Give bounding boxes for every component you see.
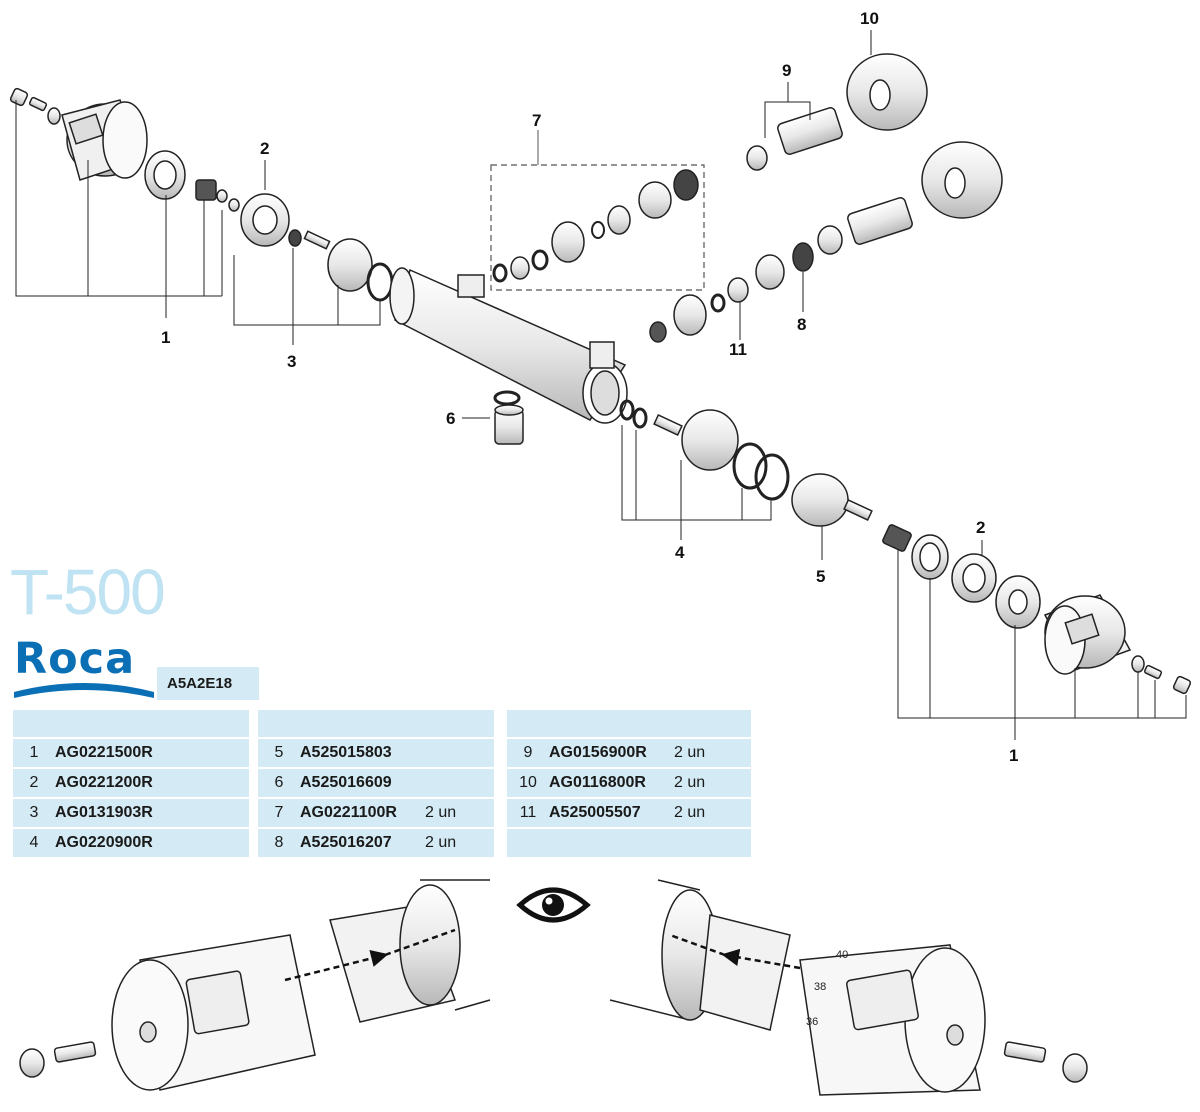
arrow-left-1 bbox=[284, 949, 389, 982]
parts-table-2: 5 A525015803 6 A525016609 7 AG0221100R 2… bbox=[258, 710, 494, 857]
callout-11: 11 bbox=[729, 340, 747, 359]
dial-marks: 40 38 36 bbox=[806, 949, 848, 1028]
leader-lines-3 bbox=[233, 160, 381, 345]
right-knob-group bbox=[882, 524, 1192, 695]
table-row: 2 AG0221200R bbox=[13, 767, 249, 797]
part-5 bbox=[791, 473, 873, 527]
right-upper-assembly bbox=[649, 53, 1003, 343]
valve-body bbox=[389, 267, 628, 424]
table-row: 10 AG0116800R 2 un bbox=[507, 767, 751, 797]
dial-mark-38: 38 bbox=[814, 981, 826, 993]
callout-2-right: 2 bbox=[976, 518, 985, 537]
parts-table-3: 9 AG0156900R 2 un 10 AG0116800R 2 un 11 … bbox=[507, 710, 751, 857]
left-knob-group bbox=[9, 87, 240, 212]
table-row: 7 AG0221100R 2 un bbox=[258, 797, 494, 827]
brand-logo: Roca bbox=[14, 634, 154, 700]
leader-lines-4 bbox=[621, 425, 772, 540]
brand-swoosh bbox=[14, 683, 154, 698]
table-row: 3 AG0131903R bbox=[13, 797, 249, 827]
part-7-group bbox=[490, 130, 705, 291]
table-row: 4 AG0220900R bbox=[13, 827, 249, 857]
cartridge-left bbox=[240, 193, 394, 302]
brand-wordmark: Roca bbox=[14, 634, 136, 684]
eye-icon bbox=[516, 887, 591, 923]
arrow-right-1 bbox=[721, 948, 801, 970]
leader-lines-9-8-11 bbox=[739, 30, 872, 340]
table-row: 6 A525016609 bbox=[258, 767, 494, 797]
leader-lines-1-right bbox=[897, 540, 1187, 740]
leader-lines-1 bbox=[15, 100, 223, 318]
table-row bbox=[507, 827, 751, 857]
callout-1-left: 1 bbox=[161, 328, 170, 347]
table-row: 11 A525005507 2 un bbox=[507, 797, 751, 827]
table-row: 9 AG0156900R 2 un bbox=[507, 737, 751, 767]
callout-labels: 1 2 3 7 9 10 8 11 6 4 5 2 1 bbox=[161, 9, 1018, 765]
callout-2-left: 2 bbox=[260, 139, 269, 158]
detail-right bbox=[609, 879, 1088, 1096]
callout-8: 8 bbox=[797, 315, 806, 334]
table-row: 1 AG0221500R bbox=[13, 737, 249, 767]
callout-10: 10 bbox=[860, 9, 879, 28]
callout-7: 7 bbox=[532, 111, 541, 130]
callout-9: 9 bbox=[782, 61, 791, 80]
table-row: 8 A525016207 2 un bbox=[258, 827, 494, 857]
dial-mark-40: 40 bbox=[836, 949, 848, 961]
callout-5: 5 bbox=[816, 567, 825, 586]
detail-left bbox=[19, 879, 491, 1091]
parts-table-1: 1 AG0221500R 2 AG0221200R 3 AG0131903R 4… bbox=[13, 710, 249, 857]
callout-1-right: 1 bbox=[1009, 746, 1018, 765]
part-6 bbox=[493, 390, 524, 445]
callout-6: 6 bbox=[446, 409, 455, 428]
callout-3: 3 bbox=[287, 352, 296, 371]
arrow-left-2 bbox=[384, 928, 456, 957]
part-4 bbox=[619, 399, 790, 501]
product-code: A5A2E18 bbox=[157, 667, 259, 700]
model-title: T-500 bbox=[10, 556, 166, 628]
table-row: 5 A525015803 bbox=[258, 737, 494, 767]
callout-4: 4 bbox=[675, 543, 685, 562]
dial-mark-36: 36 bbox=[806, 1016, 818, 1028]
